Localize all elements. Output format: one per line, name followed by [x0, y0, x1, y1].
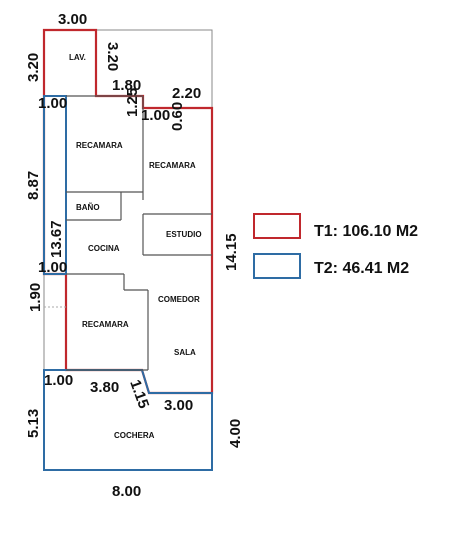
dim-180: 1.80	[112, 77, 141, 94]
room-cocina: COCINA	[88, 244, 120, 253]
dim-inner-320: 3.20	[104, 42, 121, 71]
room-cochera: COCHERA	[114, 431, 155, 440]
room-bano: BAÑO	[76, 203, 100, 212]
dim-060: 0.60	[169, 102, 186, 131]
legend-t1-swatch	[253, 213, 301, 239]
dim-1415: 14.15	[223, 233, 240, 271]
dim-300-bottom: 3.00	[164, 397, 193, 414]
dim-left-320: 3.20	[25, 53, 42, 82]
interior-walls	[66, 95, 212, 371]
dim-220: 2.20	[172, 85, 201, 102]
dim-513: 5.13	[25, 409, 42, 438]
room-estudio: ESTUDIO	[166, 230, 202, 239]
dim-115: 1.15	[126, 378, 152, 411]
dim-1367: 13.67	[48, 220, 65, 258]
room-lav: LAV.	[69, 53, 86, 62]
room-comedor: COMEDOR	[158, 295, 200, 304]
legend-t1-label: T1: 106.10 M2	[314, 223, 418, 240]
dim-887: 8.87	[25, 171, 42, 200]
dim-190: 1.90	[27, 283, 44, 312]
dim-125: 1.25	[124, 88, 141, 117]
room-recamara-2: RECAMARA	[149, 161, 196, 170]
lot-outline	[44, 29, 213, 108]
legend-t2-label: T2: 46.41 M2	[314, 260, 409, 277]
dim-380: 3.80	[90, 379, 119, 396]
room-sala: SALA	[174, 348, 196, 357]
dim-100-middle: 1.00	[38, 259, 67, 276]
dim-400: 4.00	[227, 419, 244, 448]
dim-100-top-left: 1.00	[38, 95, 67, 112]
dim-100-top-right: 1.00	[141, 107, 170, 124]
dim-100-bottom: 1.00	[44, 372, 73, 389]
legend-t2-swatch	[253, 253, 301, 279]
room-recamara-3: RECAMARA	[82, 320, 129, 329]
room-recamara-1: RECAMARA	[76, 141, 123, 150]
dim-800: 8.00	[112, 483, 141, 500]
dim-top-width: 3.00	[58, 11, 87, 28]
